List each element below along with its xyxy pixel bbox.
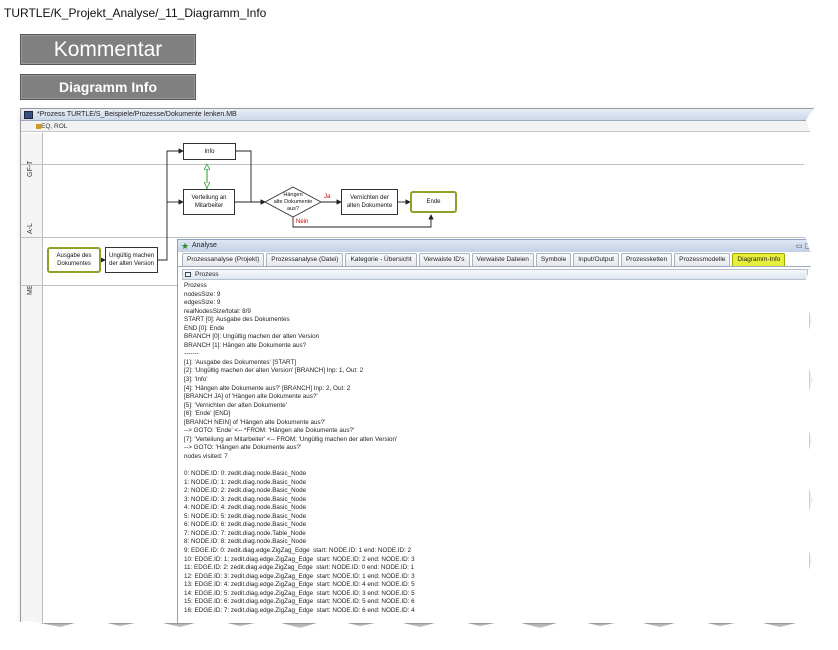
tab-kategorie-uebersicht[interactable]: Kategorie - Übersicht	[345, 253, 417, 266]
output-line: [1]: 'Ausgabe des Dokumentes' [START]	[184, 358, 297, 366]
output-line: BRANCH [0]: Ungültig machen der alten Ve…	[184, 333, 320, 341]
node-vernichten-label: Vernichten der alten Dokumente	[346, 195, 393, 209]
star-icon: ★	[181, 241, 190, 251]
output-line	[184, 461, 812, 470]
panel-window-controls[interactable]: ▭ ▢	[795, 243, 811, 250]
output-line: 15: EDGE.ID: 6: zedit.diag.edge.ZigZag_E…	[184, 598, 415, 606]
tab-diagramm-info[interactable]: Diagramm-Info	[732, 253, 786, 266]
diagramm-info-button[interactable]: Diagramm Info	[20, 74, 196, 100]
analyse-tabs: Prozessanalyse (Projekt) Prozessanalyse …	[182, 253, 787, 266]
output-line: --> GOTO: 'Hängen alte Dokumente aus?'	[184, 444, 302, 452]
output-line: [3]: 'Info'	[184, 376, 208, 384]
output-line: 1: NODE.ID: 1: zedit.diag.node.Basic_Nod…	[184, 478, 307, 486]
breadcrumb: TURTLE/K_Projekt_Analyse/_11_Diagramm_In…	[4, 6, 267, 20]
output-line: 9: EDGE.ID: 0: zedit.diag.edge.ZigZag_Ed…	[184, 546, 412, 554]
node-info-label: Info	[204, 148, 215, 155]
node-vernichten[interactable]: Vernichten der alten Dokumente	[341, 189, 398, 215]
output-line: Prozess	[184, 282, 207, 289]
node-verteilung-label: Verteilung an Mitarbeiter	[191, 195, 227, 209]
analyse-panel-title: ★ Analyse ▭ ▢	[178, 240, 813, 252]
output-line: --> GOTO: 'Ende' <-- *FROM: 'Hängen alte…	[184, 427, 355, 435]
node-ende[interactable]: Ende	[410, 191, 457, 213]
tab-prozessmodelle[interactable]: Prozessmodelle	[674, 253, 731, 266]
file-icon	[185, 272, 191, 277]
output-line: 3: NODE.ID: 3: zedit.diag.node.Basic_Nod…	[184, 495, 307, 503]
edge-label-nein: Nein	[296, 219, 309, 225]
subtab-prozess[interactable]: Prozess	[182, 269, 808, 280]
node-verteilung[interactable]: Verteilung an Mitarbeiter	[183, 189, 235, 215]
output-line: [5]: 'Vernichten der alten Dokumente'	[184, 401, 287, 409]
tab-verwaiste-dateien[interactable]: Verwaiste Dateien	[471, 253, 534, 266]
output-line: 12: EDGE.ID: 3: zedit.diag.edge.ZigZag_E…	[184, 572, 415, 580]
output-line: realNodesSize/total: 8/9	[184, 307, 251, 315]
output-line: 8: NODE.ID: 8: zedit.diag.node.Basic_Nod…	[184, 538, 307, 546]
node-haengen[interactable]: Hängen alte Dokumente aus?	[271, 189, 315, 215]
output-line: -------	[184, 350, 199, 358]
tab-verwaiste-ids[interactable]: Verwaiste ID's	[418, 253, 470, 266]
node-ausgabe-label: Ausgabe des Dokumentes	[56, 253, 92, 267]
output-line: [4]: 'Hängen alte Dokumente aus?' [BRANC…	[184, 384, 351, 392]
node-ausgabe[interactable]: Ausgabe des Dokumentes	[47, 247, 101, 273]
output-line: 7: NODE.ID: 7: zedit.diag.node.Table_Nod…	[184, 529, 306, 537]
output-line: [7]: 'Verteilung an Mitarbeiter' <-- FRO…	[184, 435, 398, 443]
tab-prozessketten[interactable]: Prozessketten	[620, 253, 673, 266]
node-ende-label: Ende	[426, 199, 441, 205]
tab-prozessanalyse-datei[interactable]: Prozessanalyse (Datei)	[266, 253, 344, 266]
output-line: END [0]: Ende	[184, 324, 225, 332]
output-line: [6]: 'Ende' [END]	[184, 410, 231, 418]
output-line: 14: EDGE.ID: 5: zedit.diag.edge.ZigZag_E…	[184, 589, 415, 597]
node-info[interactable]: Info	[183, 143, 236, 160]
output-line: 2: NODE.ID: 2: zedit.diag.node.Basic_Nod…	[184, 487, 307, 495]
node-ungueltig-label: Ungültig machen der alten Version	[108, 253, 155, 267]
analyse-panel: ★ Analyse ▭ ▢ Prozessanalyse (Projekt) P…	[177, 239, 813, 623]
tab-prozessanalyse-projekt[interactable]: Prozessanalyse (Projekt)	[182, 253, 265, 266]
analyse-title-text: Analyse	[192, 242, 217, 249]
output-line: 16: EDGE.ID: 7: zedit.diag.edge.ZigZag_E…	[184, 606, 415, 614]
tab-separator	[178, 266, 813, 267]
output-line: START [0]: Ausgabe des Dokumentes	[184, 316, 290, 324]
subtab-label: Prozess	[195, 271, 219, 278]
output-scrollbar[interactable]	[809, 269, 813, 623]
diagram-screenshot: *Prozess TURTLE/S_Beispiele/Prozesse/Dok…	[20, 108, 814, 624]
output-line: [2]: 'Ungültig machen der alten Version'…	[184, 367, 364, 375]
node-ungueltig[interactable]: Ungültig machen der alten Version	[105, 247, 158, 273]
node-haengen-label: Hängen alte Dokumente aus?	[273, 191, 313, 212]
output-line: 5: NODE.ID: 5: zedit.diag.node.Basic_Nod…	[184, 512, 307, 520]
edge-label-ja: Ja	[324, 194, 331, 200]
output-line: 6: NODE.ID: 6: zedit.diag.node.Basic_Nod…	[184, 521, 307, 529]
output-line: [BRANCH JA] of 'Hängen alte Dokumente au…	[184, 393, 318, 401]
tab-symbole[interactable]: Symbole	[535, 253, 572, 266]
output-line: nodes visited: 7	[184, 452, 228, 460]
output-line: [BRANCH NEIN] of 'Hängen alte Dokumente …	[184, 418, 326, 426]
output-line: edgesSize: 9	[184, 299, 221, 307]
output-line: 0: NODE.ID: 0: zedit.diag.node.Basic_Nod…	[184, 470, 307, 478]
output-line: 4: NODE.ID: 4: zedit.diag.node.Basic_Nod…	[184, 504, 307, 512]
kommentar-button[interactable]: Kommentar	[20, 34, 196, 65]
tab-input-output[interactable]: Input/Output	[573, 253, 619, 266]
output-line: 13: EDGE.ID: 4: zedit.diag.edge.ZigZag_E…	[184, 581, 415, 589]
output-line: BRANCH [1]: Hängen alte Dokumente aus?	[184, 341, 307, 349]
output-line: 10: EDGE.ID: 1: zedit.diag.edge.ZigZag_E…	[184, 555, 415, 563]
output-line: 11: EDGE.ID: 2: zedit.diag.edge.ZigZag_E…	[184, 564, 415, 572]
output-line: nodesSize: 9	[184, 290, 221, 298]
